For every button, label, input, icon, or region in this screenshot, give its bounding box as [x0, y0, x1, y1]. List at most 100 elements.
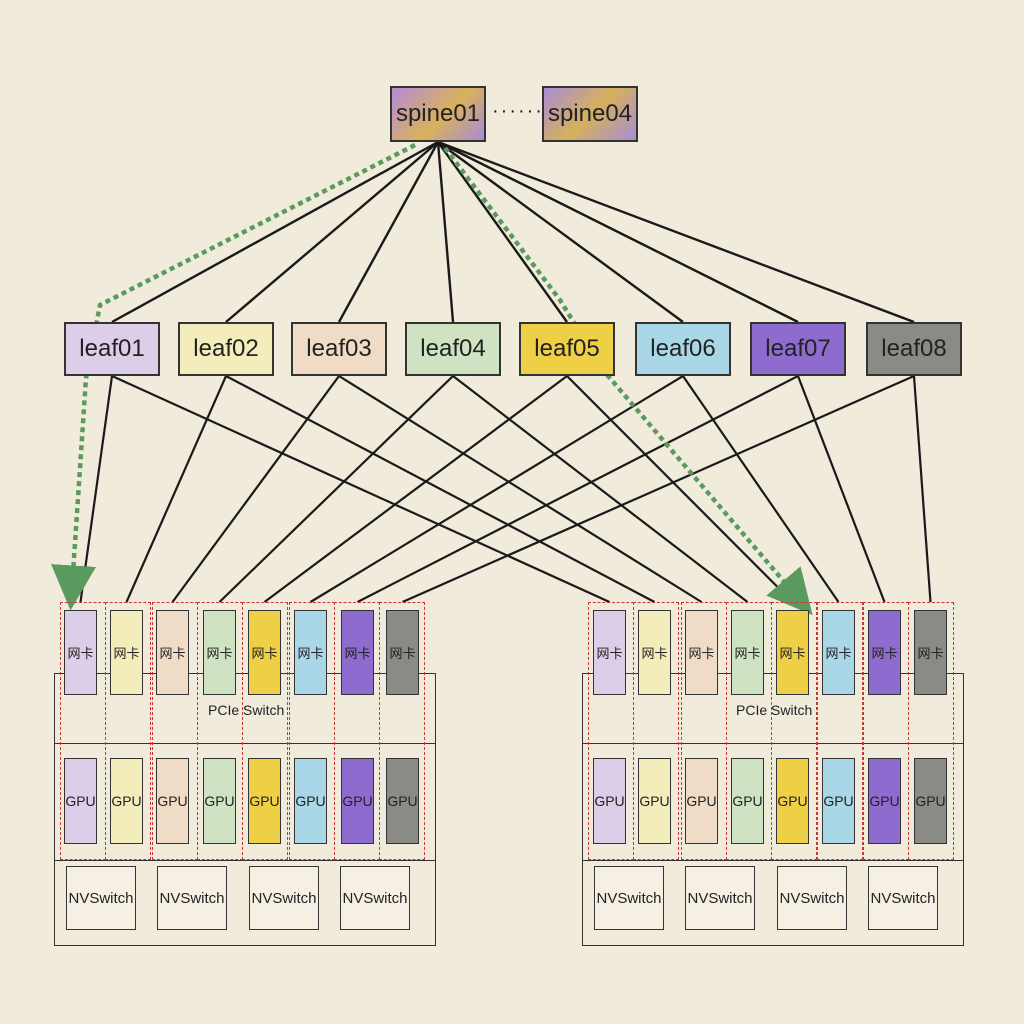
gpu-label: GPU	[295, 793, 326, 809]
server-2-divider-pcie	[582, 743, 964, 744]
leaf-7-server-2-link	[796, 375, 886, 603]
leaf-4-server-2-link	[452, 375, 749, 603]
pcie-switch-label: PCIe Switch	[736, 702, 813, 718]
leaf-node-1: leaf01	[64, 322, 160, 376]
nvswitch-4: NVSwitch	[340, 866, 410, 930]
spine04-label: spine04	[547, 100, 633, 127]
server-1-frame	[54, 673, 436, 946]
leaf-label: leaf07	[765, 335, 831, 362]
leaf-node-5: leaf05	[519, 322, 615, 376]
nvswitch-label: NVSwitch	[687, 889, 753, 907]
nic-label: 网卡	[206, 646, 233, 661]
spine-leaf-link-4	[436, 141, 455, 323]
server-1-divider-pcie	[54, 743, 436, 744]
nic-4: 网卡	[731, 610, 764, 695]
nic-5: 网卡	[248, 610, 281, 695]
rail-8-outline	[908, 602, 954, 860]
spine-leaf-link-5	[437, 141, 568, 323]
server-1-divider-nvswitch	[54, 860, 436, 861]
spine-leaf-link-7	[437, 140, 799, 324]
leaf-1-server-2-link	[111, 374, 610, 604]
rail-6-outline	[817, 602, 863, 860]
gpu-4: GPU	[203, 758, 236, 844]
nvswitch-1: NVSwitch	[594, 866, 664, 930]
gpu-label: GPU	[204, 793, 235, 809]
server-2-frame	[582, 673, 964, 946]
nvswitch-label: NVSwitch	[870, 889, 936, 907]
nvswitch-label: NVSwitch	[779, 889, 845, 907]
nic-label: 网卡	[688, 646, 715, 661]
gpu-label: GPU	[111, 793, 142, 809]
nic-label: 网卡	[825, 646, 852, 661]
leaf-label: leaf02	[193, 335, 259, 362]
gpu-label: GPU	[387, 793, 418, 809]
nic-label: 网卡	[596, 646, 623, 661]
nic-label: 网卡	[297, 646, 324, 661]
nvswitch-label: NVSwitch	[251, 889, 317, 907]
nic-2: 网卡	[638, 610, 671, 695]
nvswitch-3: NVSwitch	[249, 866, 319, 930]
gpu-5: GPU	[776, 758, 809, 844]
leaf-label: leaf03	[306, 335, 372, 362]
nic-6: 网卡	[294, 610, 327, 695]
rail-8-outline	[379, 602, 425, 860]
nvswitch-3: NVSwitch	[777, 866, 847, 930]
gpu-5: GPU	[248, 758, 281, 844]
spine01-label: spine01	[395, 100, 481, 127]
nic-label: 网卡	[734, 646, 761, 661]
gpu-2: GPU	[110, 758, 143, 844]
gpu-8: GPU	[914, 758, 947, 844]
leaf-node-8: leaf08	[866, 322, 962, 376]
nic-1: 网卡	[64, 610, 97, 695]
nic-label: 网卡	[67, 646, 94, 661]
leaf-7-server-1-link	[356, 375, 799, 603]
nic-5: 网卡	[776, 610, 809, 695]
nic-label: 网卡	[344, 646, 371, 661]
nic-7: 网卡	[868, 610, 901, 695]
leaf-node-7: leaf07	[750, 322, 846, 376]
nvswitch-label: NVSwitch	[342, 889, 408, 907]
leaf-6-server-2-link	[682, 375, 840, 603]
leaf-3-server-2-link	[338, 375, 703, 603]
gpu-label: GPU	[65, 793, 96, 809]
gpu-label: GPU	[732, 793, 763, 809]
nvswitch-label: NVSwitch	[159, 889, 225, 907]
gpu-label: GPU	[594, 793, 625, 809]
leaf-2-server-1-link	[125, 375, 228, 603]
leaf-4-server-1-link	[218, 375, 454, 603]
gpu-8: GPU	[386, 758, 419, 844]
nic-label: 网卡	[641, 646, 668, 661]
leaf-node-6: leaf06	[635, 322, 731, 376]
nic-label: 网卡	[871, 646, 898, 661]
nic-label: 网卡	[779, 646, 806, 661]
nic-2: 网卡	[110, 610, 143, 695]
nic-label: 网卡	[389, 646, 416, 661]
nic-4: 网卡	[203, 610, 236, 695]
gpu-label: GPU	[823, 793, 854, 809]
leaf-node-2: leaf02	[178, 322, 274, 376]
leaf-6-server-1-link	[309, 375, 684, 603]
gpu-label: GPU	[869, 793, 900, 809]
gpu-1: GPU	[64, 758, 97, 844]
nic-1: 网卡	[593, 610, 626, 695]
leaf-label: leaf06	[650, 335, 716, 362]
spine-ellipsis: ······	[492, 100, 544, 122]
nic-label: 网卡	[917, 646, 944, 661]
spine-leaf-link-6	[437, 141, 684, 323]
spine01-node: spine01	[390, 86, 486, 142]
leaf-2-server-2-link	[225, 375, 656, 603]
leaf-node-4: leaf04	[405, 322, 501, 376]
nic-7: 网卡	[341, 610, 374, 695]
nic-8: 网卡	[386, 610, 419, 695]
spine-leaf-link-1	[111, 140, 439, 324]
server-2-divider-nvswitch	[582, 860, 964, 861]
rail-5-outline	[771, 602, 817, 860]
gpu-7: GPU	[341, 758, 374, 844]
leaf-5-server-2-link	[566, 375, 794, 603]
gpu-4: GPU	[731, 758, 764, 844]
leaf-8-server-2-link	[912, 375, 932, 603]
leaf-8-server-1-link	[402, 374, 915, 604]
leaf-label: leaf01	[79, 335, 145, 362]
nic-8: 网卡	[914, 610, 947, 695]
